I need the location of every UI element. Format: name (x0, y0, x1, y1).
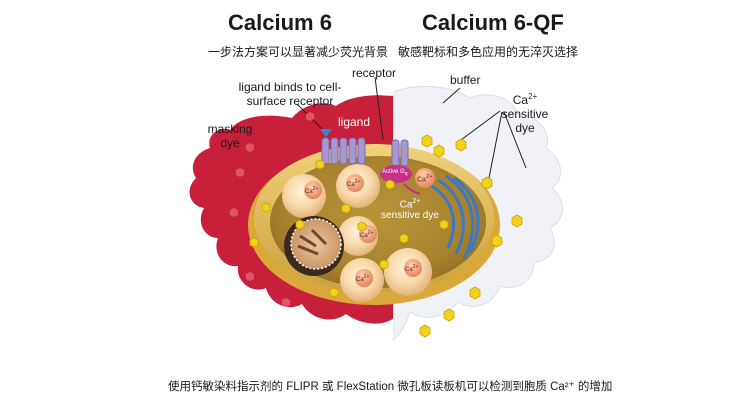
left-subtitle: 一步法方案可以显著减少荧光背景 (208, 45, 389, 59)
dye-leader-2 (487, 111, 503, 184)
ca-dye-center-label: Ca2+ sensitive dye (381, 198, 439, 222)
masked-hexagons (230, 112, 314, 307)
right-title: Calcium 6-QF (422, 10, 564, 35)
ligand-binds-label: ligand binds to cell-surface receptor (238, 80, 342, 108)
buffer-leader (442, 87, 461, 104)
dye-leader-1 (460, 110, 501, 141)
sensitive-dye-text: sensitive dye (501, 107, 549, 135)
ca-ion-label-3: Ca2+ (417, 174, 433, 184)
dye-hexagons (249, 134, 523, 338)
ligand-label: ligand (338, 115, 371, 129)
ca-ion-label-2: Ca2+ (347, 179, 361, 188)
receptor-leader (374, 76, 384, 141)
right-subtitle: 敏感靶标和多色应用的无淬灭选择 (398, 45, 579, 59)
receptors (321, 137, 409, 167)
ca-ion-label-5: Ca2+ (356, 274, 370, 283)
ca-ion-label-1: Ca2+ (305, 186, 319, 195)
nucleus (284, 216, 344, 276)
receptor-label: receptor (352, 66, 397, 80)
calcium-ions (304, 168, 435, 287)
gq-arrow (403, 183, 421, 195)
buffer-label: buffer (450, 73, 481, 87)
ca-ion-label-4: Ca2+ (360, 230, 374, 239)
active-gq (380, 165, 412, 183)
ca-symbol: Ca (512, 93, 529, 107)
ca-superscript: 2+ (528, 92, 538, 101)
left-title: Calcium 6 (228, 10, 332, 35)
caption: 使用钙敏染料指示剂的 FLIPR 或 FlexStation 微孔板读板机可以检… (168, 381, 613, 393)
ca-dye-right-label: Ca2+ sensitive dye (496, 90, 554, 135)
active-gq-label: Active Gq (382, 169, 408, 178)
ligand-triangle (320, 129, 332, 137)
er-arcs (429, 174, 480, 259)
dye-leader-3 (503, 111, 527, 169)
masking-dye-label: masking dye (207, 122, 253, 150)
ca-ion-label-6: Ca2+ (405, 264, 419, 273)
